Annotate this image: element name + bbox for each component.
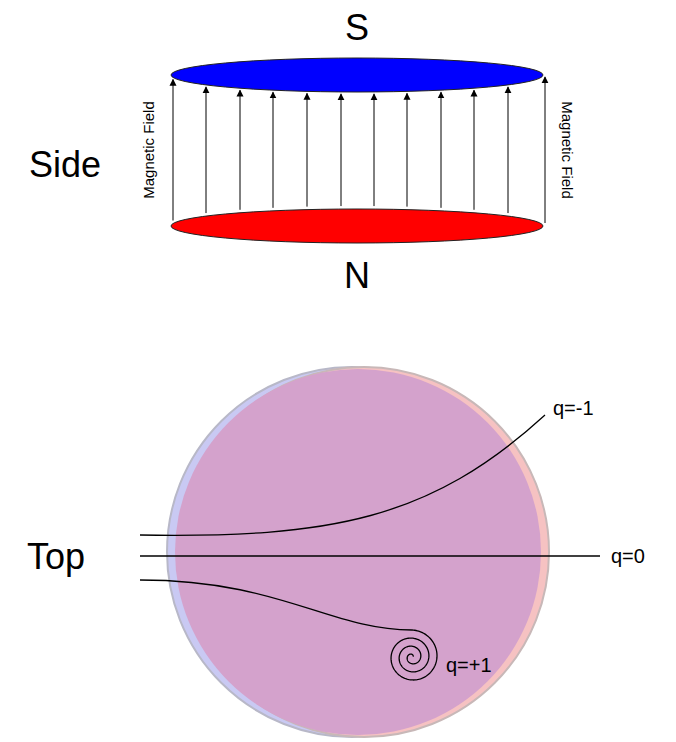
field-arrow [407,93,408,206]
field-label: Magnetic Field [558,101,575,199]
field-arrow [545,77,546,223]
field-label: Magnetic Field [140,101,157,199]
positive-track [140,580,437,680]
neutral-track [140,555,600,556]
south-magnet: S [170,8,544,93]
pole-letter: S [345,8,369,48]
magnet-ellipse [171,209,543,243]
field-arrow [474,90,475,210]
charge-label: q=+1 [446,654,492,677]
field-arrow [240,90,241,210]
charge-label: q=0 [611,545,645,568]
field-arrow [273,92,274,208]
field-arrow [307,93,308,206]
magnet-plate [170,208,544,244]
pole-letter: N [344,256,370,296]
north-magnet: N [170,208,544,296]
overlap-disc [175,369,541,735]
magnet-plate [170,57,544,93]
view-label: Top [27,536,85,577]
field-arrow [441,92,442,208]
view-label: Side [29,144,101,185]
magnet-ellipse [171,58,543,92]
field-arrow [508,87,509,213]
negative-track [140,415,545,535]
field-arrow [173,79,174,220]
field-arrow [206,87,207,213]
field-arrow [341,94,342,206]
charge-label: q=-1 [553,397,594,420]
field-arrow [374,94,375,206]
